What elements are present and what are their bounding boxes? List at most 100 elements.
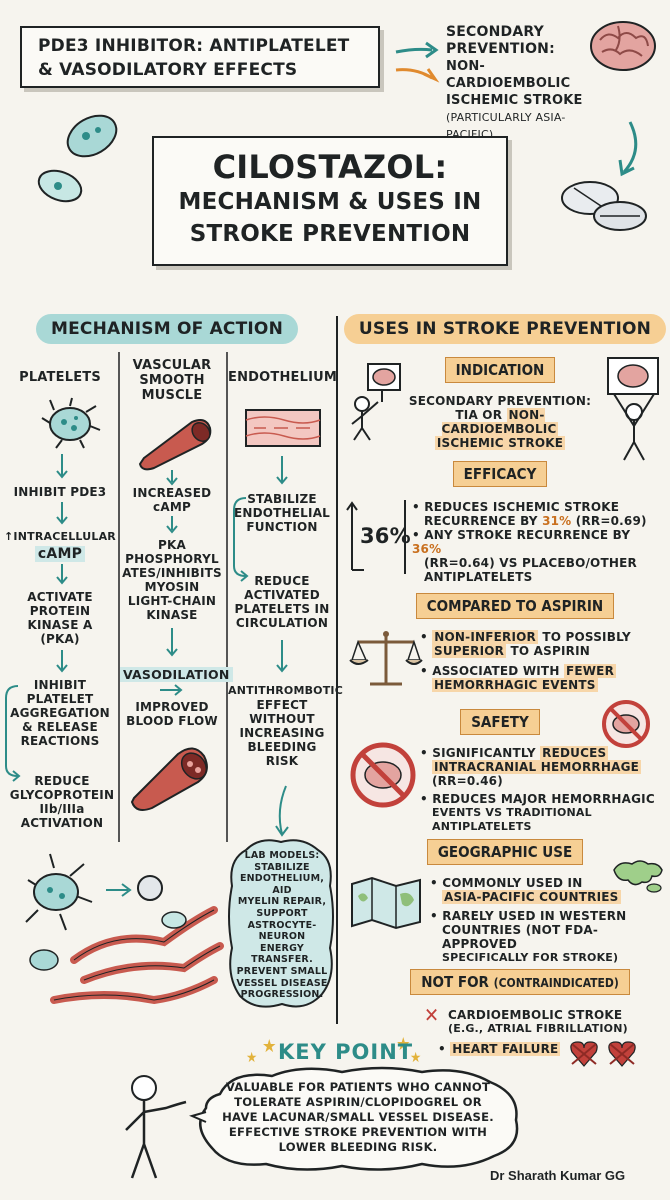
aspirin-b2a: ASSOCIATED WITH bbox=[432, 664, 564, 678]
efficacy-b2a: ANY STROKE RECURRENCE BY bbox=[424, 528, 631, 542]
endothelium-title: ENDOTHELIUM bbox=[228, 370, 338, 385]
platelets-step-4-line: INHIBIT bbox=[33, 678, 87, 692]
indication-line-1: SECONDARY PREVENTION: bbox=[408, 394, 592, 408]
notfor-b1b: (E.G., ATRIAL FIBRILLATION) bbox=[448, 1022, 628, 1035]
divider-1 bbox=[118, 352, 120, 842]
map-icon bbox=[351, 876, 421, 930]
platelets-step-3-line: KINASE A bbox=[27, 618, 93, 632]
efficacy-badge: EFFICACY bbox=[452, 461, 548, 487]
scale-icon bbox=[349, 631, 423, 686]
secondary-line-3: NON-CARDIOEMBOLIC bbox=[446, 59, 571, 91]
cells-illustration bbox=[25, 853, 224, 1005]
vsm-title-line: VASCULAR bbox=[132, 358, 212, 373]
pde3-inhibitor-box: PDE3 INHIBITOR: ANTIPLATELET & VASODILAT… bbox=[20, 26, 380, 88]
endothelium-step-1-line: STABILIZE bbox=[247, 492, 317, 506]
pde3-line-2: & VASODILATORY EFFECTS bbox=[38, 60, 298, 80]
key-point-title: KEY POINT bbox=[278, 1040, 414, 1064]
curved-arrow-icon bbox=[618, 121, 638, 177]
star-icon: ★ bbox=[262, 1036, 277, 1057]
lab-line: ENDOTHELIUM, AID bbox=[239, 873, 325, 896]
x-mark-icon: ✕ bbox=[424, 1003, 440, 1027]
endothelium-step-2-line: CIRCULATION bbox=[235, 616, 329, 630]
aspirin-bullets: NON-INFERIOR TO POSSIBLY SUPERIOR TO ASP… bbox=[420, 630, 660, 692]
title-line-3: STROKE PREVENTION bbox=[189, 221, 471, 247]
vsm-step-2-line: MYOSIN bbox=[144, 580, 200, 594]
vasodilation-badge: VASODILATION bbox=[120, 667, 233, 682]
key-point-line: EFFECTIVE STROKE PREVENTION WITH bbox=[228, 1125, 488, 1139]
reduces: REDUCES bbox=[540, 746, 609, 760]
safety-bullet-1: SIGNIFICANTLY REDUCES bbox=[420, 746, 666, 760]
aspirin-bullet-2: ASSOCIATED WITH FEWER bbox=[420, 664, 660, 678]
geo-b2c: SPECIFICALLY FOR STROKE) bbox=[442, 951, 619, 964]
vsm-title: VASCULAR SMOOTH MUSCLE bbox=[120, 358, 224, 403]
efficacy-31: 31% bbox=[542, 514, 572, 528]
efficacy-b2d: ANTIPLATELETS bbox=[424, 570, 533, 584]
safety-b1a: SIGNIFICANTLY bbox=[432, 746, 541, 760]
platelets-step-5-line: IIb/IIIa bbox=[39, 802, 85, 816]
lab-line: ENERGY TRANSFER. bbox=[251, 942, 313, 966]
superior: SUPERIOR bbox=[432, 644, 507, 658]
efficacy-big-number: 36% bbox=[360, 524, 411, 548]
arrow-down-icon bbox=[166, 470, 178, 486]
efficacy-bullets: REDUCES ISCHEMIC STROKE RECURRENCE BY 31… bbox=[412, 500, 662, 584]
safety-badge: SAFETY bbox=[460, 709, 540, 735]
vsm-step-3: VASODILATION bbox=[120, 664, 233, 683]
lab-line: PROGRESSION. bbox=[240, 989, 324, 1001]
efficacy-badge-wrap: EFFICACY bbox=[430, 461, 570, 487]
notfor-sub: (CONTRAINDICATED) bbox=[493, 976, 619, 990]
platelets-step-5-line: GLYCOPROTEIN bbox=[9, 788, 115, 802]
aspirin-bullet-1b: SUPERIOR TO ASPIRIN bbox=[420, 644, 660, 658]
notfor-b1a: CARDIOEMBOLIC STROKE bbox=[448, 1008, 623, 1022]
safety-bullet-1b: INTRACRANIAL HEMORRHAGE bbox=[420, 760, 666, 774]
platelets-step-5-line: ACTIVATION bbox=[20, 816, 104, 830]
asia-pacific: ASIA-PACIFIC COUNTRIES bbox=[442, 890, 621, 904]
aspirin-b1b: TO POSSIBLY bbox=[537, 630, 631, 644]
secondary-line-2: PREVENTION: bbox=[446, 41, 555, 57]
blood-vessel-icon bbox=[138, 419, 212, 471]
vsm-step-2-line: PHOSPHORYL bbox=[125, 552, 219, 566]
title-line-1: CILOSTAZOL: bbox=[212, 148, 448, 186]
notfor-bullet-2: HEART FAILURE bbox=[438, 1042, 662, 1056]
platelets-step-4-line: REACTIONS bbox=[20, 734, 100, 748]
star-icon: ★ bbox=[410, 1050, 422, 1066]
ich: INTRACRANIAL HEMORRHAGE bbox=[432, 760, 642, 774]
vsm-step-1-line: cAMP bbox=[153, 500, 191, 514]
efficacy-bullet-1b: RECURRENCE BY 31% (RR=0.69) bbox=[412, 514, 662, 528]
lab-line: VESSEL DISEASE bbox=[236, 977, 328, 989]
non-inferior: NON-INFERIOR bbox=[432, 630, 538, 644]
vsm-title-line: SMOOTH bbox=[139, 373, 205, 388]
no-brain-icon bbox=[350, 742, 416, 808]
geo-b2a: RARELY USED IN WESTERN bbox=[430, 909, 660, 923]
platelets-step-4-line: & RELEASE bbox=[22, 720, 98, 734]
endothelium-step-3-line: RISK bbox=[265, 754, 299, 768]
arrow-down-icon bbox=[56, 502, 68, 525]
arrow-to-secondary-icon bbox=[395, 41, 440, 83]
lab-line: LAB MODELS: bbox=[244, 850, 320, 861]
endothelium-step-3-line: BLEEDING bbox=[247, 740, 317, 754]
no-brain-small-icon bbox=[602, 700, 650, 748]
indication-tia: TIA OR bbox=[455, 408, 507, 422]
arrow-right-icon bbox=[160, 684, 183, 696]
efficacy-b1a: REDUCES ISCHEMIC STROKE bbox=[424, 500, 620, 514]
aspirin-b1d: TO ASPIRIN bbox=[506, 644, 591, 658]
arrow-down-icon bbox=[275, 785, 289, 837]
platelets-step-1: INHIBIT PDE3 bbox=[13, 485, 107, 499]
arrow-down-icon bbox=[276, 456, 288, 485]
key-point-text: VALUABLE FOR PATIENTS WHO CANNOT TOLERAT… bbox=[208, 1080, 508, 1155]
platelets-step-2a: ↑INTRACELLULAR bbox=[4, 530, 116, 543]
vsm-step-1: INCREASED cAMP bbox=[120, 486, 224, 514]
lab-line: SUPPORT bbox=[256, 907, 308, 919]
indication-highlight-2: ISCHEMIC STROKE bbox=[434, 436, 566, 450]
indication-badge: INDICATION bbox=[444, 357, 556, 383]
vsm-step-1-line: INCREASED bbox=[132, 486, 212, 500]
geo-bullet-1b: ASIA-PACIFIC COUNTRIES bbox=[430, 890, 660, 904]
notfor-title: NOT FOR bbox=[421, 973, 494, 991]
lab-cloud-shape bbox=[228, 839, 334, 1008]
platelets-step-4: INHIBIT PLATELET AGGREGATION & RELEASE R… bbox=[4, 678, 116, 748]
vsm-step-2-line: PKA bbox=[158, 538, 186, 552]
mechanism-heading: MECHANISM OF ACTION bbox=[36, 314, 298, 344]
endothelium-step-3-line: EFFECT bbox=[256, 698, 308, 712]
platelets-step-4-line: AGGREGATION bbox=[10, 706, 110, 720]
vsm-step-2-line: LIGHT-CHAIN bbox=[127, 594, 217, 608]
lab-line: ASTROCYTE-NEURON bbox=[247, 919, 317, 943]
